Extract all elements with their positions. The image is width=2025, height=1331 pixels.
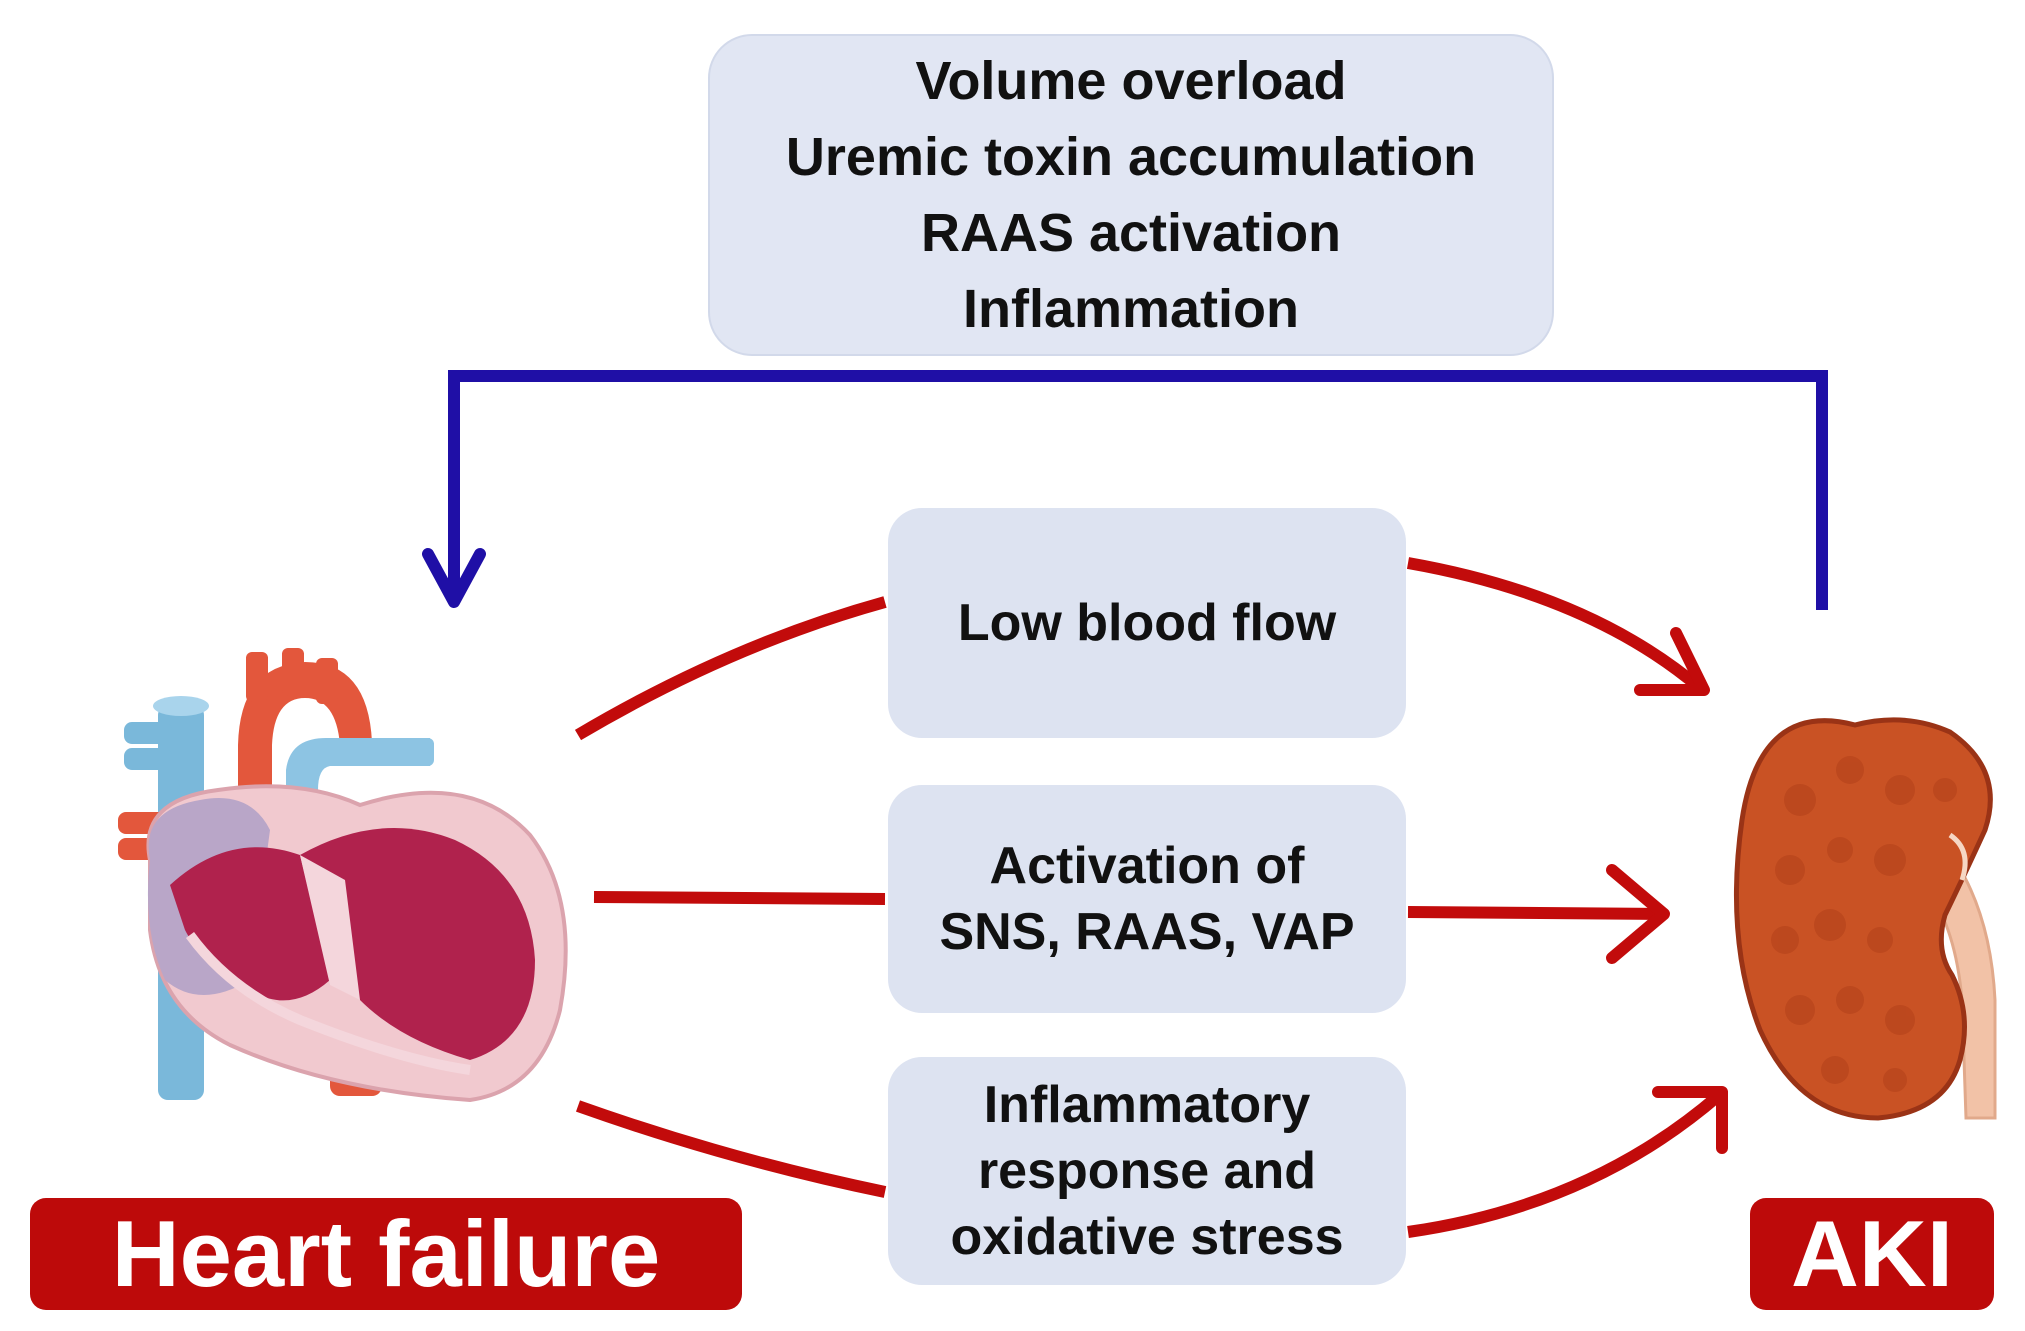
feedback-mechanisms-box: Volume overload Uremic toxin accumulatio… bbox=[708, 34, 1554, 356]
feedback-arrow bbox=[448, 370, 1828, 610]
feedback-arrowhead bbox=[422, 548, 486, 608]
kidney-icon bbox=[1733, 717, 1997, 1121]
feedback-line-raas-activation: RAAS activation bbox=[920, 203, 1342, 263]
pathway-label-inflammatory-line3: oxidative stress bbox=[950, 1208, 1344, 1266]
inflammatory-arrowhead bbox=[1652, 1086, 1728, 1154]
pathway-box-inflammatory: Inflammatory response and oxidative stre… bbox=[888, 1057, 1406, 1285]
pathway-label-inflammatory-line1: Inflammatory bbox=[983, 1076, 1311, 1134]
pathway-label-low-blood-flow: Low blood flow bbox=[957, 594, 1337, 652]
heart-anatomy-icon bbox=[118, 648, 568, 1103]
low-blood-flow-arrow-in bbox=[574, 596, 887, 741]
feedback-line-uremic-toxin: Uremic toxin accumulation bbox=[785, 127, 1477, 187]
activation-arrow-out bbox=[1407, 906, 1663, 920]
low-blood-flow-arrow-out bbox=[1406, 557, 1704, 693]
inflammatory-arrow-out bbox=[1407, 1091, 1722, 1238]
pathway-label-inflammatory-line2: response and bbox=[977, 1142, 1317, 1200]
pathway-box-activation: Activation of SNS, RAAS, VAP bbox=[888, 785, 1406, 1013]
inflammatory-arrow-in bbox=[575, 1100, 887, 1198]
pathway-box-low-blood-flow: Low blood flow bbox=[888, 508, 1406, 738]
heart-failure-label: Heart failure bbox=[30, 1198, 742, 1310]
feedback-line-inflammation: Inflammation bbox=[962, 279, 1300, 339]
pathway-label-activation-line1: Activation of bbox=[989, 837, 1305, 895]
activation-arrowhead bbox=[1606, 864, 1670, 964]
aki-label: AKI bbox=[1750, 1198, 1994, 1310]
low-blood-flow-arrowhead bbox=[1634, 627, 1710, 696]
activation-arrow-in bbox=[593, 891, 886, 905]
pathway-label-activation-line2: SNS, RAAS, VAP bbox=[939, 903, 1355, 961]
feedback-line-volume-overload: Volume overload bbox=[915, 51, 1347, 111]
